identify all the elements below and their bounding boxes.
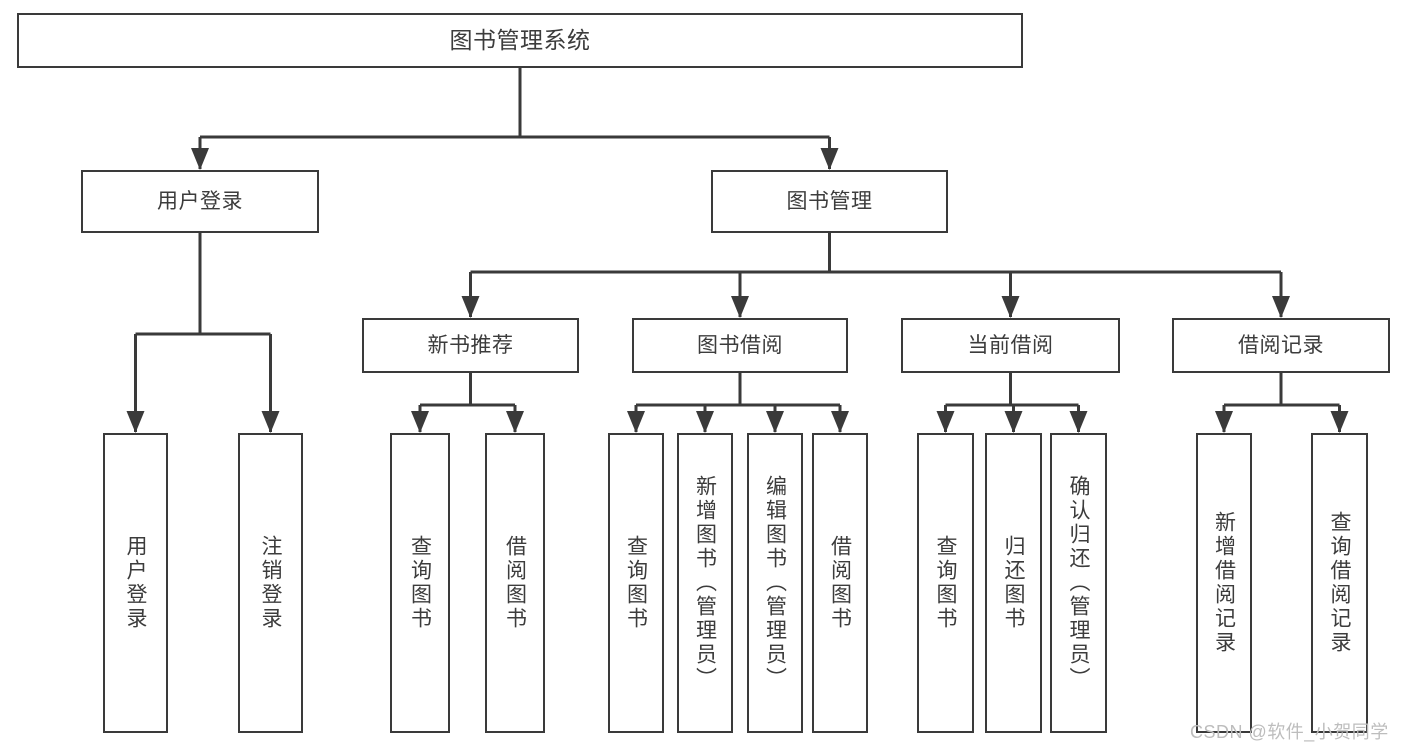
node-new-book-rec[interactable]: 新书推荐	[362, 318, 579, 373]
arrow-head-leaf-cb-query	[936, 411, 955, 433]
node-label: 借阅记录	[1238, 333, 1324, 357]
node-book-borrow[interactable]: 图书借阅	[632, 318, 848, 373]
arrow-head-new-book-rec	[461, 296, 480, 318]
node-leaf-cb-return[interactable]: 归还图书	[985, 433, 1042, 733]
arrow-head-leaf-user-login	[126, 411, 145, 433]
node-leaf-bb-borrow[interactable]: 借阅图书	[812, 433, 868, 733]
node-label: 借阅图书	[503, 535, 527, 631]
arrow-head-leaf-bb-edit	[766, 411, 784, 433]
arrow-head-leaf-bb-borrow	[831, 411, 849, 433]
arrow-head-leaf-logout	[261, 411, 280, 433]
arrow-head-leaf-nbr-query	[411, 411, 429, 433]
arrow-head-leaf-br-query	[1330, 411, 1349, 433]
arrow-head-borrow-record	[1272, 296, 1290, 318]
arrow-head-leaf-bb-add	[696, 411, 714, 433]
arrow-head-leaf-br-add	[1215, 411, 1233, 433]
node-leaf-nbr-borrow[interactable]: 借阅图书	[485, 433, 545, 733]
node-label: 查询图书	[624, 535, 648, 631]
watermark: CSDN @软件_小贺同学	[1190, 722, 1389, 742]
arrow-head-leaf-nbr-borrow	[506, 411, 524, 433]
arrow-head-leaf-cb-return	[1004, 411, 1023, 433]
node-label: 新增借阅记录	[1212, 511, 1236, 655]
node-leaf-logout[interactable]: 注销登录	[238, 433, 303, 733]
node-leaf-bb-query[interactable]: 查询图书	[608, 433, 664, 733]
node-leaf-bb-add[interactable]: 新增图书（管理员）	[677, 433, 733, 733]
node-label: 当前借阅	[967, 333, 1054, 357]
node-label: 查询借阅记录	[1328, 511, 1352, 655]
node-user-login[interactable]: 用户登录	[81, 170, 319, 233]
node-label: 编辑图书（管理员）	[763, 475, 787, 691]
node-label: 新书推荐	[427, 333, 514, 357]
arrow-head-current-borrow	[1001, 296, 1020, 318]
node-leaf-cb-confirm[interactable]: 确认归还（管理员）	[1050, 433, 1107, 733]
node-label: 图书管理	[786, 189, 873, 213]
node-label: 归还图书	[1002, 535, 1026, 631]
node-label: 用户登录	[157, 189, 243, 213]
arrow-head-leaf-bb-query	[627, 411, 645, 433]
arrow-head-user-login	[191, 148, 209, 170]
node-label: 注销登录	[259, 535, 283, 631]
node-book-manage[interactable]: 图书管理	[711, 170, 948, 233]
node-label: 查询图书	[934, 535, 958, 631]
node-label: 新增图书（管理员）	[693, 475, 717, 691]
node-leaf-bb-edit[interactable]: 编辑图书（管理员）	[747, 433, 803, 733]
node-label: 图书借阅	[697, 333, 783, 357]
node-borrow-record[interactable]: 借阅记录	[1172, 318, 1390, 373]
arrow-head-book-borrow	[731, 296, 749, 318]
node-root[interactable]: 图书管理系统	[17, 13, 1023, 68]
node-label: 借阅图书	[828, 535, 852, 631]
node-leaf-nbr-query[interactable]: 查询图书	[390, 433, 450, 733]
node-leaf-cb-query[interactable]: 查询图书	[917, 433, 974, 733]
arrow-head-leaf-cb-confirm	[1069, 411, 1088, 433]
node-leaf-user-login[interactable]: 用户登录	[103, 433, 168, 733]
node-current-borrow[interactable]: 当前借阅	[901, 318, 1120, 373]
node-label: 用户登录	[124, 535, 148, 631]
node-leaf-br-query[interactable]: 查询借阅记录	[1311, 433, 1368, 733]
node-label: 查询图书	[408, 535, 432, 631]
node-leaf-br-add[interactable]: 新增借阅记录	[1196, 433, 1252, 733]
node-label: 确认归还（管理员）	[1067, 475, 1091, 691]
node-label: 图书管理系统	[449, 26, 591, 53]
arrow-head-book-manage	[820, 148, 839, 170]
